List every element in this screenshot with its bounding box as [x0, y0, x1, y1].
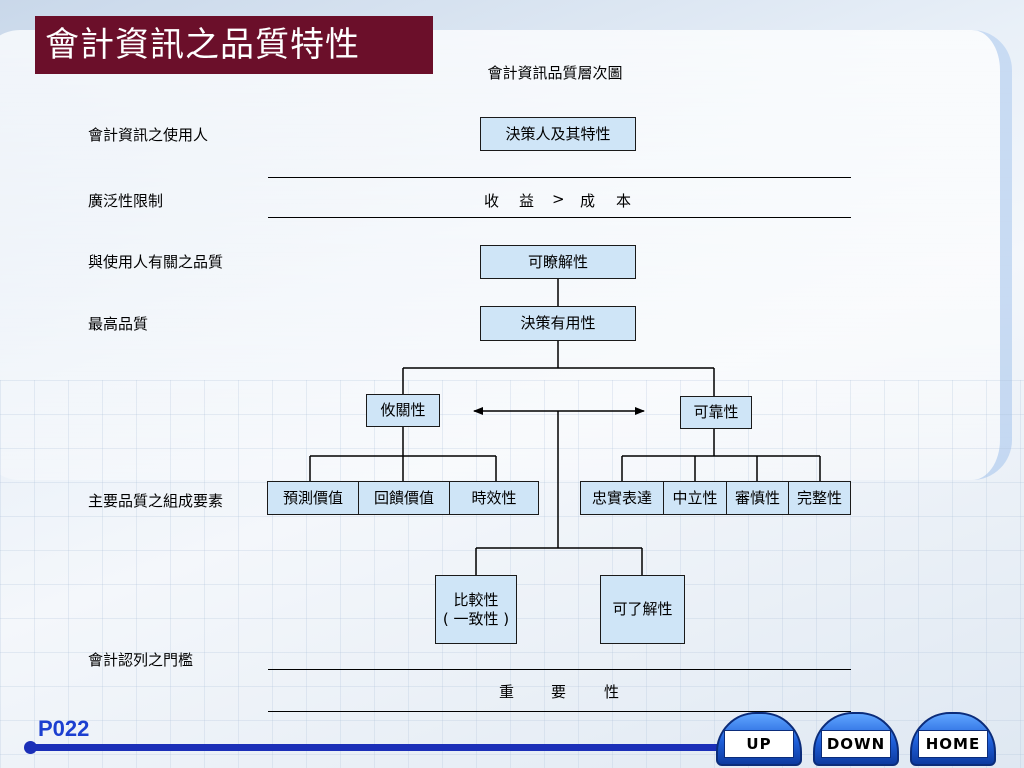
page-number: P022	[38, 716, 90, 741]
diagram-title: 會計資訊品質層次圖	[487, 64, 623, 82]
label-threshold: 會計認列之門檻	[88, 651, 194, 669]
label-user-quality: 與使用人有關之品質	[88, 253, 224, 271]
label-top-quality: 最高品質	[88, 315, 149, 333]
divider-line	[268, 669, 851, 670]
divider-line	[268, 711, 851, 712]
divider-line	[268, 177, 851, 178]
node-decision-makers: 決策人及其特性	[480, 117, 636, 151]
node-feedback-value: 回饋價值	[358, 481, 450, 515]
up-button-label: UP	[724, 730, 794, 758]
node-understandable: 可了解性	[600, 575, 685, 644]
down-button[interactable]: DOWN	[813, 712, 899, 766]
node-reliability: 可靠性	[680, 396, 752, 429]
home-button[interactable]: HOME	[910, 712, 996, 766]
materiality-char: 重	[499, 683, 515, 701]
consistency-label: ( 一致性 )	[442, 609, 510, 628]
cost-word: 成	[580, 192, 596, 210]
node-comparability: 比較性 ( 一致性 )	[435, 575, 517, 644]
up-button[interactable]: UP	[716, 712, 802, 766]
materiality-char: 要	[551, 683, 567, 701]
divider-line	[268, 217, 851, 218]
node-understandability: 可瞭解性	[480, 245, 636, 279]
node-timeliness: 時效性	[449, 481, 539, 515]
slide-title: 會計資訊之品質特性	[35, 16, 433, 74]
background-grid	[0, 380, 1024, 768]
comparability-label: 比較性	[453, 590, 499, 609]
node-relevance: 攸關性	[366, 394, 440, 427]
greater-than-sign: >	[552, 190, 565, 208]
down-button-label: DOWN	[821, 730, 891, 758]
node-predictive-value: 預測價值	[267, 481, 359, 515]
label-constraint: 廣泛性限制	[88, 192, 164, 210]
benefit-word: 收	[484, 192, 500, 210]
node-faithful-representation: 忠實表達	[580, 481, 664, 515]
materiality-char: 性	[604, 683, 620, 701]
node-neutrality: 中立性	[663, 481, 727, 515]
label-components: 主要品質之組成要素	[88, 492, 224, 510]
cost-word: 本	[616, 192, 632, 210]
node-prudence: 審慎性	[726, 481, 789, 515]
benefit-word: 益	[519, 192, 535, 210]
footer-bar	[30, 744, 720, 751]
home-button-label: HOME	[918, 730, 988, 758]
label-users: 會計資訊之使用人	[88, 126, 209, 144]
node-completeness: 完整性	[788, 481, 851, 515]
node-decision-usefulness: 決策有用性	[480, 306, 636, 341]
